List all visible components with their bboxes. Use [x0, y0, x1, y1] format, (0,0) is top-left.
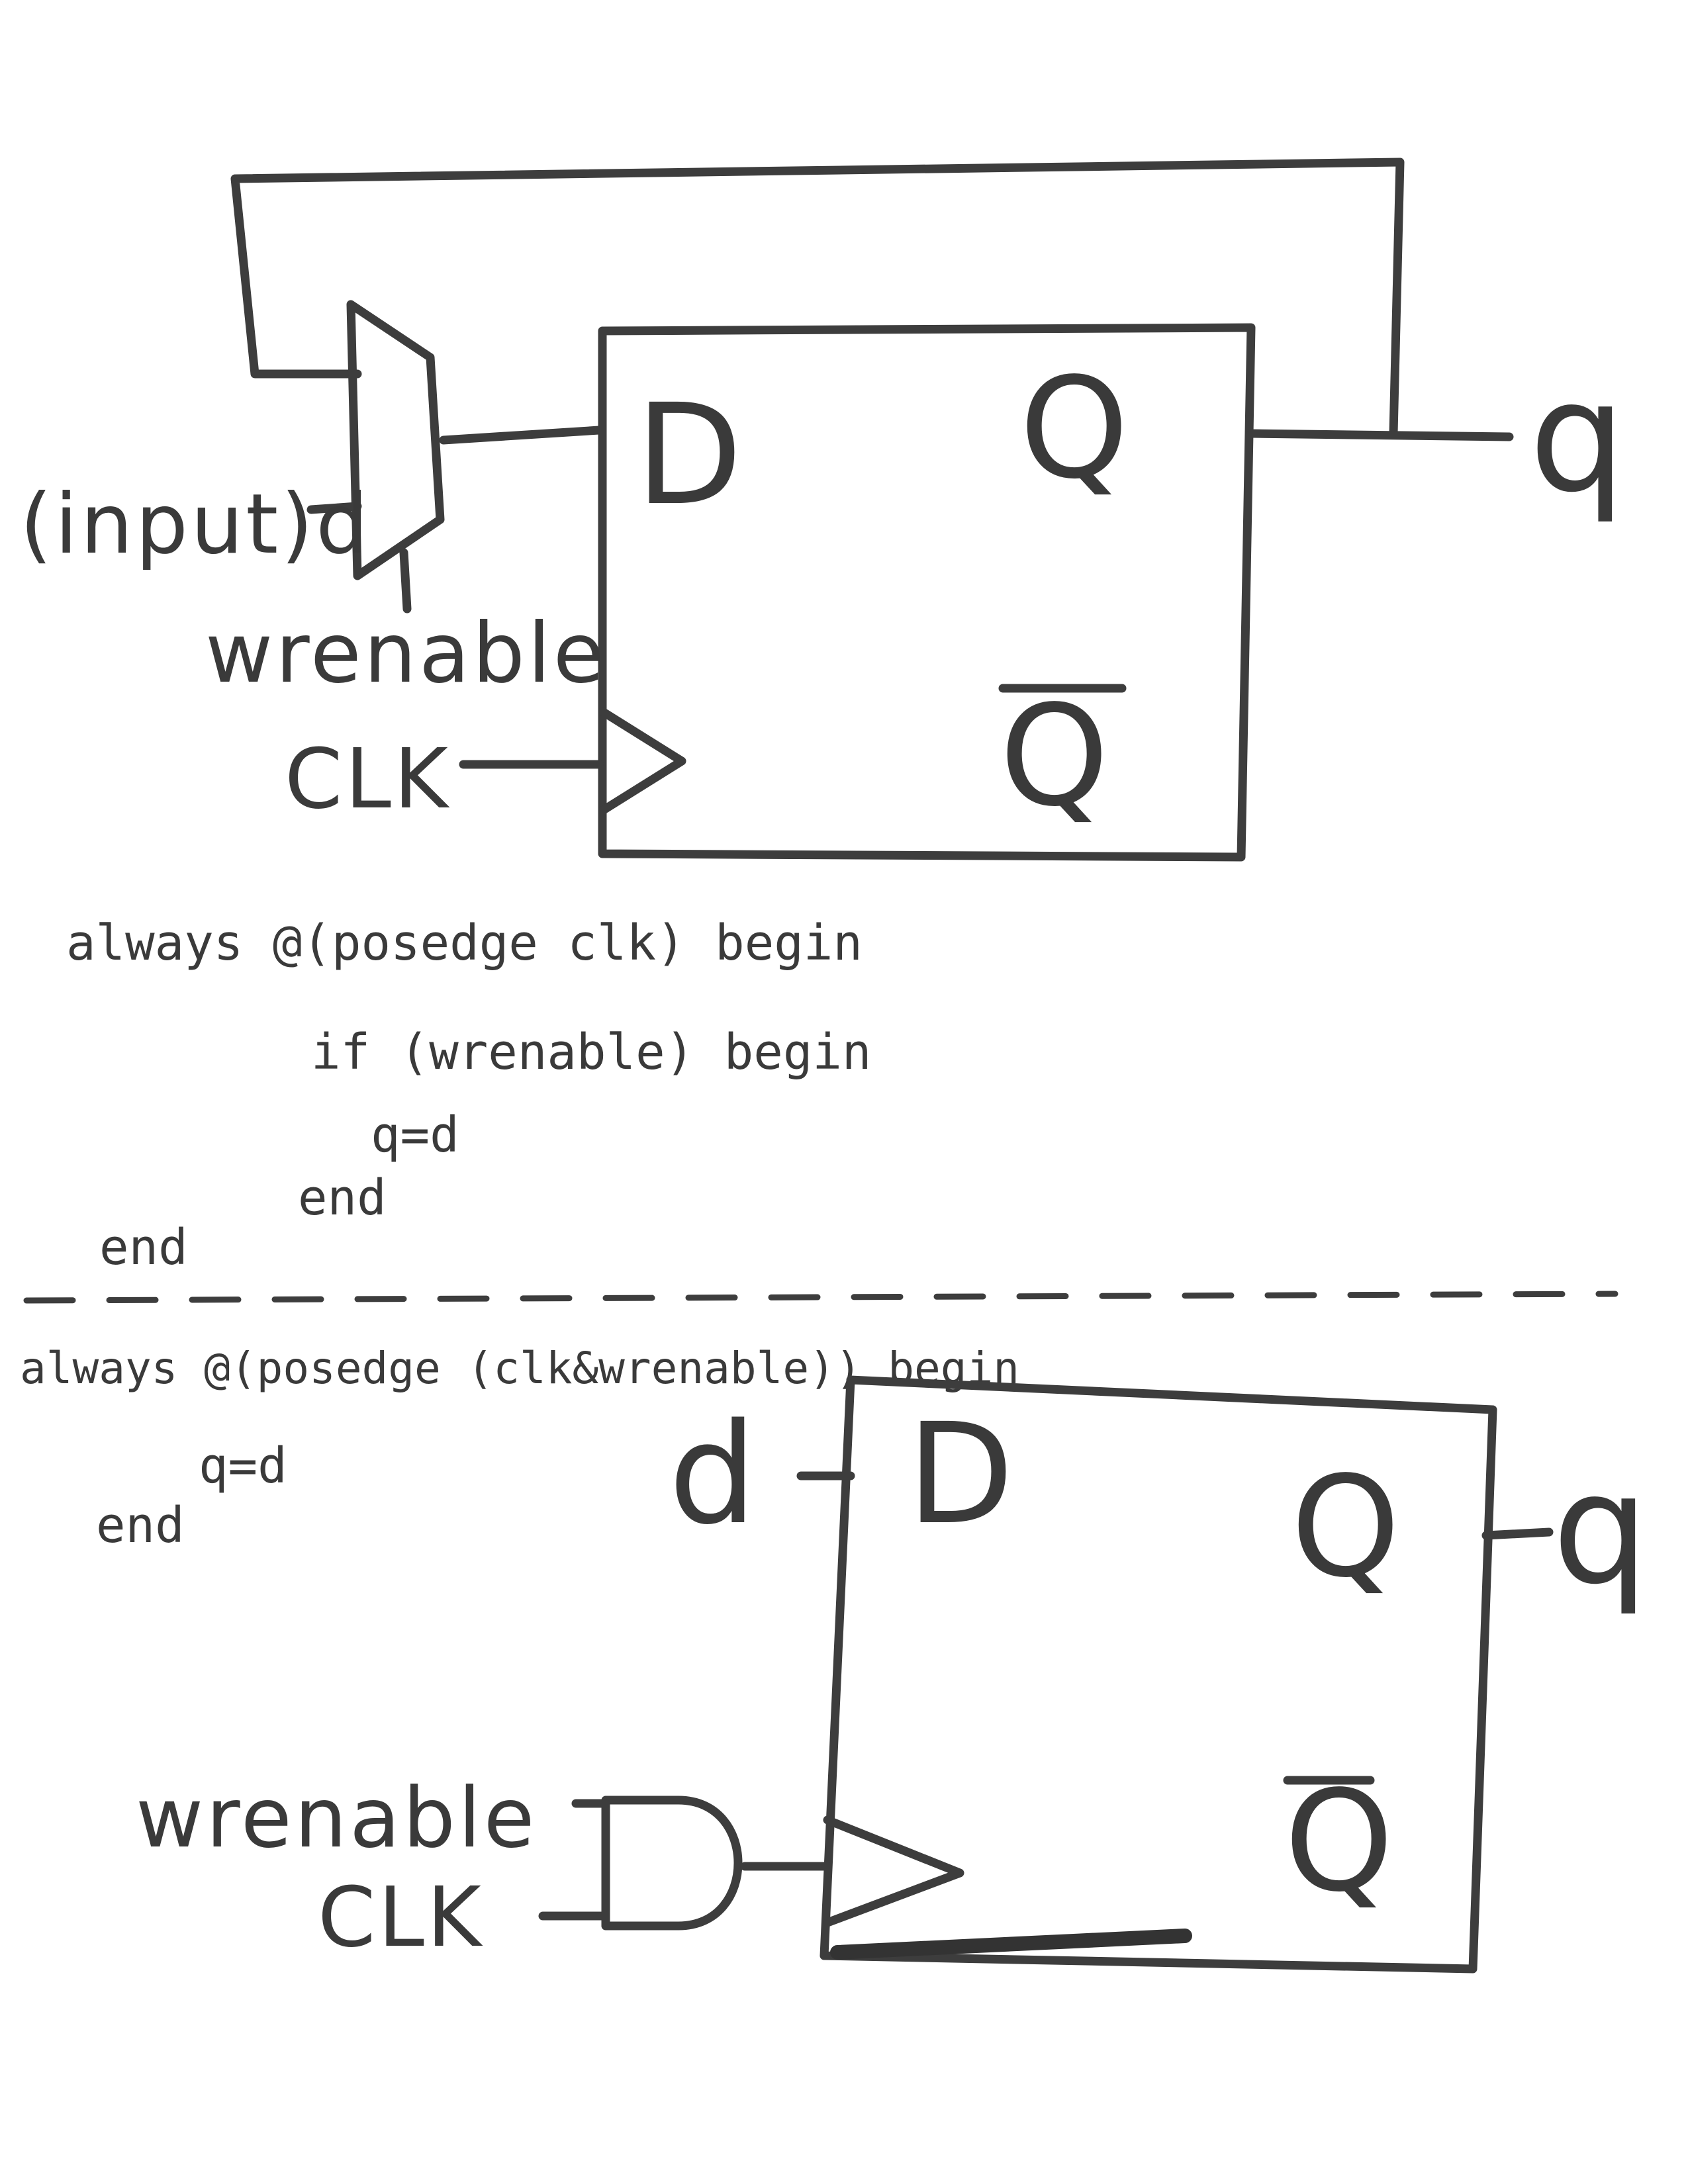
dashed-divider [23, 1291, 1618, 1304]
top-d-pin: D [635, 374, 743, 536]
top-code: always @(posedge clk) begin if (wrenable… [66, 915, 871, 1276]
top-code-line-5: end [99, 1219, 188, 1276]
top-q-pin: Q [1019, 347, 1129, 510]
top-qbar-pin: Q [1000, 675, 1109, 837]
bottom-flipflop-thick-edge [830, 1929, 1192, 1960]
top-input-wire [306, 502, 362, 514]
bottom-flipflop-box [820, 1375, 1497, 1974]
top-code-line-1: always @(posedge clk) begin [66, 915, 863, 972]
bottom-d-pin: D [907, 1393, 1014, 1555]
top-input-label: (input)d [20, 477, 371, 572]
bottom-code: always @(posedge (clk&wrenable)) begin q… [20, 1343, 1019, 1554]
top-clk-label: CLK [285, 731, 451, 827]
top-circuit: (input)d wrenable CLK D Q Q q [20, 158, 1626, 862]
top-code-line-3: q=d [371, 1107, 459, 1163]
top-select-wire [399, 548, 412, 614]
top-mux [346, 300, 445, 580]
top-feedback-wire [230, 158, 1405, 438]
bottom-and-gate [601, 1796, 743, 1931]
bottom-d-label: d [669, 1393, 757, 1555]
top-q-output-wire [1246, 429, 1514, 441]
top-flipflop-box [598, 323, 1256, 862]
bottom-output-label: q [1552, 1441, 1649, 1618]
top-mux-to-d-wire [439, 426, 604, 445]
bottom-q-output-wire [1481, 1527, 1554, 1540]
bottom-wrenable-label: wrenable [136, 1770, 538, 1866]
bottom-clk-label: CLK [318, 1870, 484, 1966]
bottom-code-line-2: q=d [199, 1437, 287, 1494]
bottom-code-line-1: always @(posedge (clk&wrenable)) begin [20, 1343, 1019, 1394]
top-output-label: q [1529, 349, 1626, 526]
bottom-clock-triangle [823, 1815, 964, 1927]
top-clock-triangle [598, 707, 686, 815]
bottom-code-line-3: end [96, 1497, 185, 1554]
bottom-q-pin: Q [1291, 1446, 1400, 1608]
top-wrenable-label: wrenable [205, 606, 607, 702]
bottom-qbar-pin: Q [1284, 1760, 1393, 1923]
bottom-circuit: d D Q Q q wrenable CLK [136, 1375, 1649, 1974]
top-code-line-2: if (wrenable) begin [311, 1024, 871, 1081]
top-code-line-4: end [298, 1169, 387, 1226]
